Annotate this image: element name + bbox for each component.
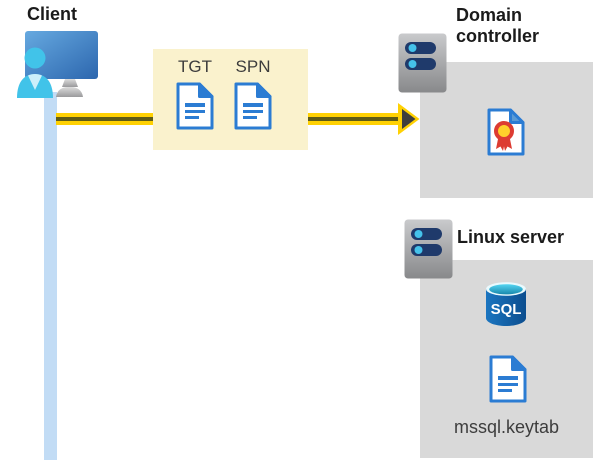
- server-led: [408, 44, 417, 52]
- document-line: [243, 103, 263, 107]
- spn-label: SPN: [235, 57, 271, 76]
- linux-server-title: Linux server: [457, 227, 565, 247]
- server-led: [414, 230, 423, 238]
- spn-ticket: SPN: [223, 57, 283, 130]
- sql-badge-text: SQL: [491, 301, 522, 318]
- monitor-stand-neck: [62, 79, 78, 87]
- database-top: [489, 284, 523, 295]
- document-line: [243, 110, 263, 113]
- document-line: [185, 103, 205, 107]
- ticket-highlight-box: TGT SPN: [153, 49, 308, 150]
- tgt-label: TGT: [178, 57, 212, 76]
- document-line: [498, 389, 512, 392]
- document-line: [185, 110, 205, 113]
- certificate-fold: [509, 108, 525, 124]
- document-fold: [256, 82, 272, 98]
- sql-database-icon: SQL: [486, 282, 526, 326]
- keytab-filename: mssql.keytab: [453, 417, 560, 437]
- document-line: [498, 383, 518, 386]
- client-title: Client: [27, 4, 78, 24]
- document-line: [498, 376, 518, 380]
- spn-document-icon: [234, 82, 272, 130]
- tgt-document-icon: [176, 82, 214, 130]
- certificate-seal: [494, 121, 514, 141]
- server-led: [414, 246, 423, 254]
- arrow-head: [402, 109, 416, 129]
- person-collar: [28, 74, 42, 90]
- server-icon: [398, 33, 447, 93]
- person-head: [24, 47, 46, 69]
- certificate-icon: [487, 108, 525, 156]
- client-user-monitor-icon: [17, 31, 98, 98]
- document-line: [243, 116, 257, 119]
- server-led: [408, 60, 417, 68]
- keytab-document-icon: [489, 355, 527, 403]
- document-fold: [511, 355, 527, 371]
- monitor-stand-base: [56, 87, 83, 97]
- monitor-screen: [25, 31, 98, 79]
- database-cylinder: [486, 289, 526, 326]
- domain-controller-title: Domain controller: [456, 5, 540, 46]
- server-icon: [404, 219, 453, 279]
- tgt-ticket: TGT: [165, 57, 225, 130]
- document-line: [185, 116, 199, 119]
- client-lifeline: [44, 92, 57, 460]
- document-fold: [198, 82, 214, 98]
